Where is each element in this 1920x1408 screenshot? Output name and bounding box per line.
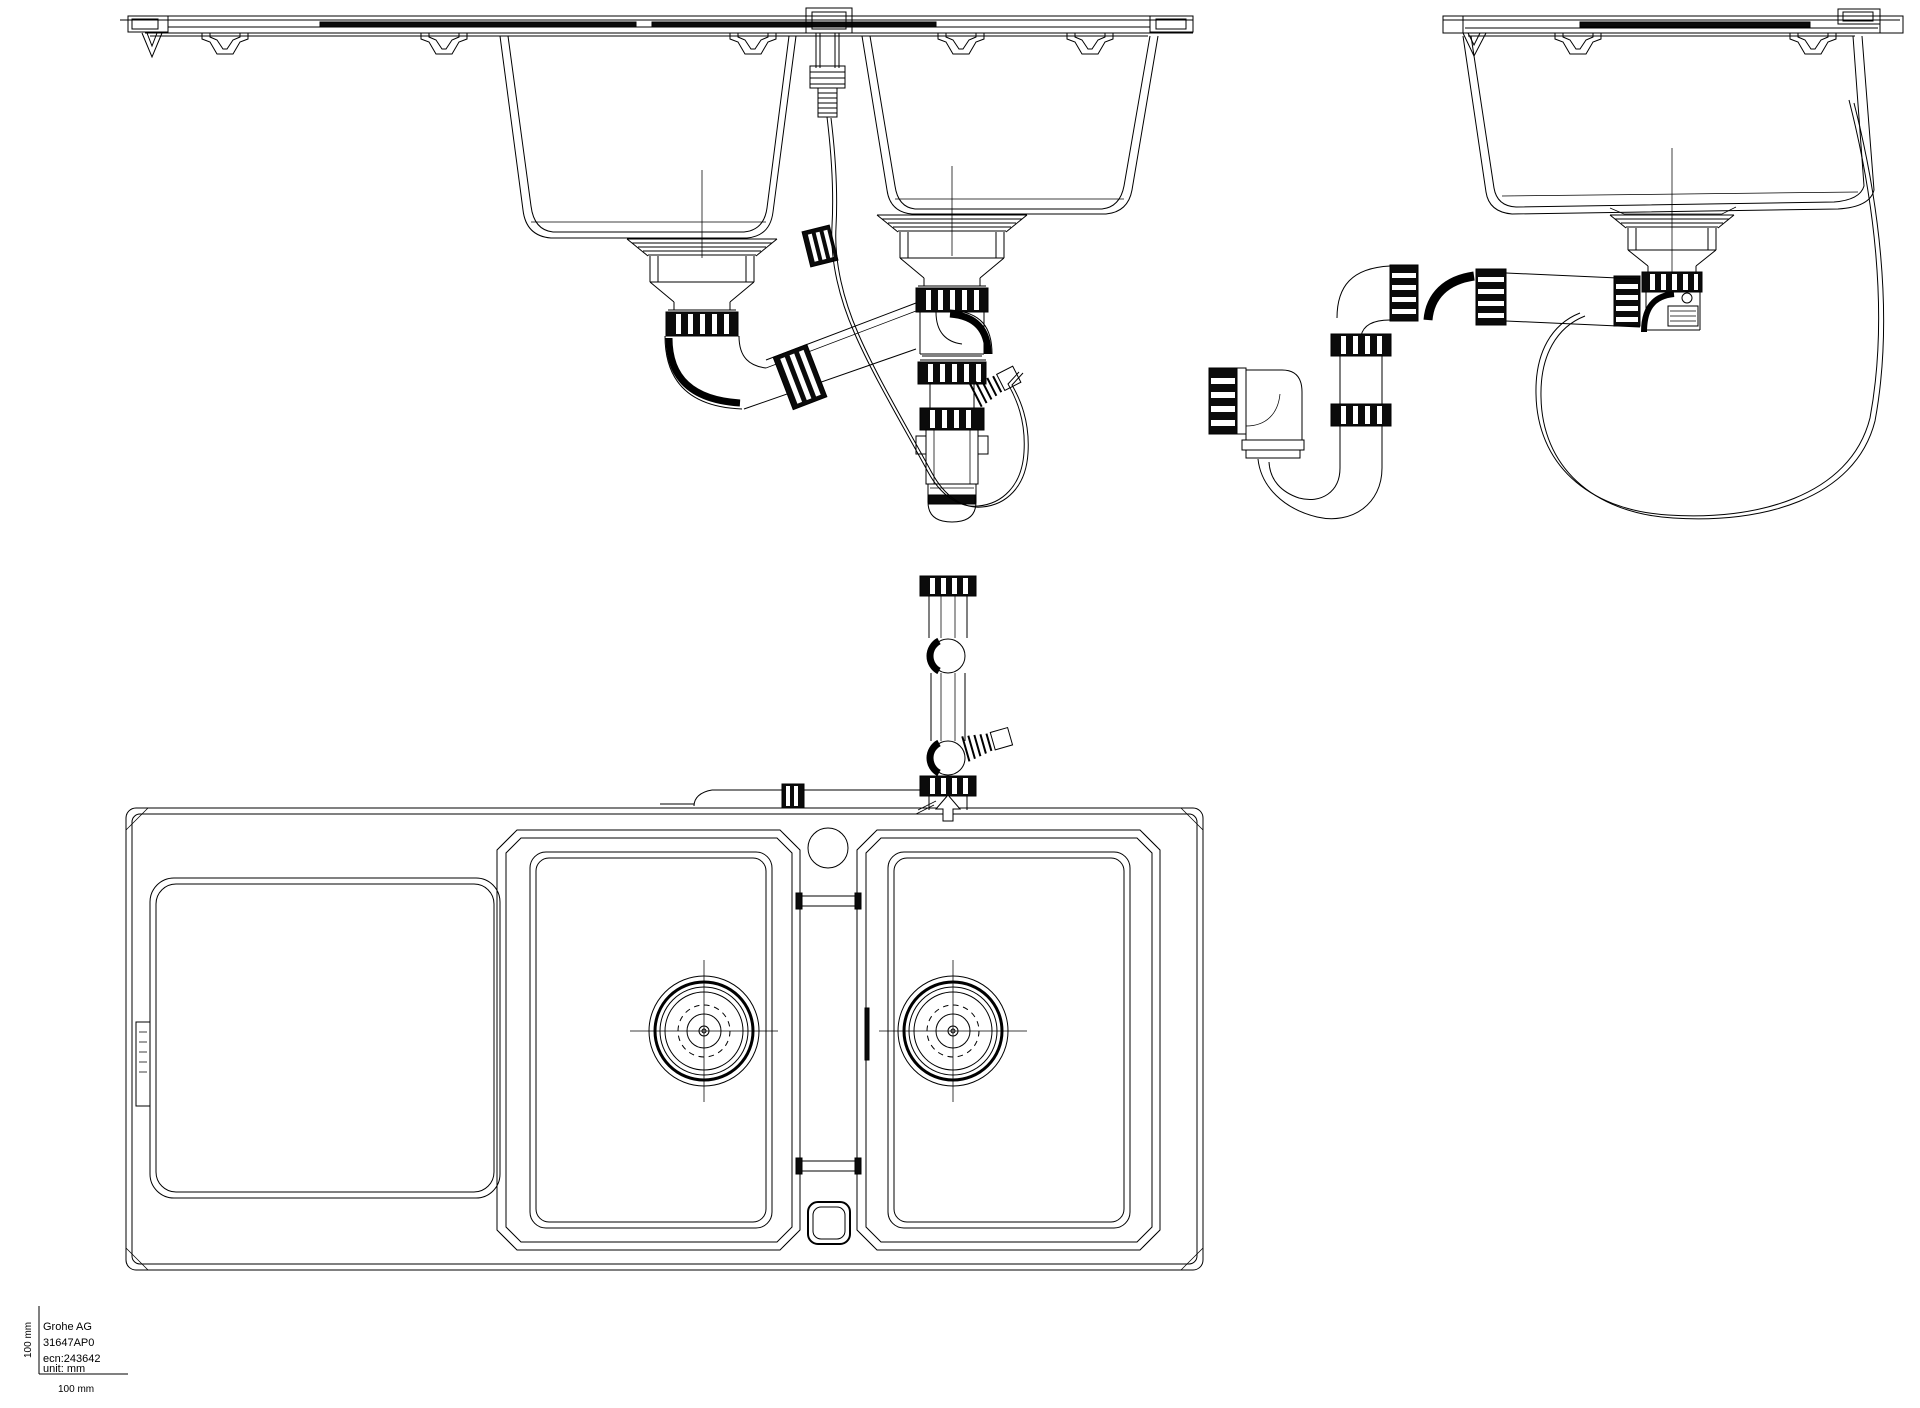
- plan-hose-connector: [961, 726, 1014, 762]
- accessory-hole: [807, 1201, 851, 1245]
- front-elevation-view: [120, 7, 1194, 523]
- interconnect-pipe: [743, 302, 917, 411]
- strainer-right-front: [876, 214, 1028, 523]
- front-countertop: [120, 15, 1194, 59]
- scale-horizontal-label: 100 mm: [58, 1384, 94, 1395]
- plan-plumbing: [660, 575, 1014, 822]
- plan-view: [125, 575, 1204, 1271]
- drainboard: [149, 877, 501, 1199]
- scale-bar: [38, 1306, 128, 1375]
- plan-bowl-left: [496, 829, 801, 1251]
- loose-nut: [801, 224, 839, 268]
- title-block-company: Grohe AG: [43, 1321, 92, 1333]
- strainer-left-front: [626, 238, 778, 410]
- overflow-fitting: [805, 7, 853, 118]
- grohe-logo: [135, 1021, 151, 1107]
- title-block: 100 mm Grohe AG 31647AP0 ecn:243642 unit…: [23, 1306, 128, 1395]
- side-bowl: [1462, 35, 1875, 215]
- divider-brackets: [795, 892, 870, 1175]
- front-bowl-right: [861, 35, 1159, 215]
- front-bowl-left: [499, 35, 797, 239]
- faucet-hole: [807, 827, 849, 869]
- title-block-part-number: 31647AP0: [43, 1337, 94, 1349]
- overflow-hose-side: [1535, 99, 1885, 520]
- plan-bowl-right: [856, 829, 1161, 1251]
- side-trap-assembly: [1208, 264, 1641, 520]
- side-countertop: [1442, 8, 1904, 58]
- side-elevation-view: [1208, 8, 1904, 520]
- plan-strainer-right: [879, 960, 1027, 1102]
- title-block-ecn: ecn:243642: [43, 1353, 101, 1365]
- title-block-unit: unit: mm: [43, 1363, 85, 1375]
- scale-vertical-label: 100 mm: [23, 1322, 34, 1358]
- plan-strainer-left: [630, 960, 778, 1102]
- flow-direction-arrow: [934, 794, 962, 822]
- plan-outline: [125, 807, 1204, 1271]
- overflow-hose-front: [826, 116, 1029, 508]
- strainer-side: [1609, 214, 1735, 333]
